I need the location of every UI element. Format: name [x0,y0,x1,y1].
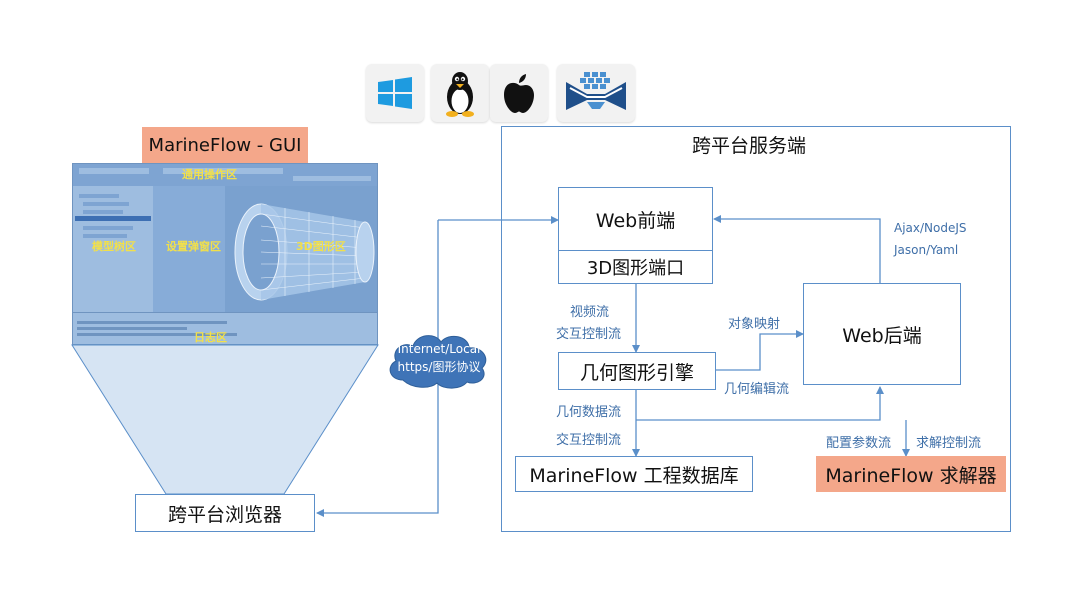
gui-3d-viewport [225,186,377,312]
browser-box: 跨平台浏览器 [135,494,315,532]
gui-title: MarineFlow - GUI [142,127,308,163]
edge-label-config-params-stream: 配置参数流 [826,436,892,451]
server-title: 跨平台服务端 [692,135,807,157]
server-frame [501,126,1011,532]
web-frontend-box: Web前端 [558,187,713,251]
gui-model-tree-panel [73,186,154,312]
gui-region-3d-label: 3D图形区 [296,240,346,253]
edge-label-interaction-control-1: 交互控制流 [556,327,622,342]
linux-icon-tile [431,64,489,122]
edge-object-mapping [709,330,804,374]
edge-label-json-yaml: Jason/Yaml [894,243,959,257]
edge-engine-to-backend [636,386,884,421]
linux-tux-icon [446,72,474,117]
network-label-line1: Internet/Local [397,342,481,356]
edge-label-ajax-nodejs: Ajax/NodeJS [894,221,967,235]
apple-icon [504,74,534,113]
gui-screenshot [72,163,378,345]
edge-label-video-stream: 视频流 [570,305,610,320]
edge-label-geometry-data-stream: 几何数据流 [556,405,622,420]
web-frontend-label: Web前端 [595,209,676,232]
edge-label-interaction-control-2: 交互控制流 [556,433,622,448]
windows-icon [378,77,412,109]
gui-region-toolbar-label: 通用操作区 [182,168,237,181]
solver-label: MarineFlow 求解器 [825,464,997,487]
geometry-engine-box: 几何图形引擎 [558,352,716,390]
gui-3d-tube-graphic [234,203,375,301]
gui-region-log-label: 日志区 [194,331,227,344]
edge-label-solve-control-stream: 求解控制流 [916,436,982,451]
marineflow-logo-icon [566,72,626,110]
edge-label-object-mapping: 对象映射 [728,317,781,332]
edge-label-geometry-edit-stream: 几何编辑流 [724,382,790,397]
database-label: MarineFlow 工程数据库 [529,464,739,487]
edge-frontend-to-browser [316,220,439,517]
web-backend-label: Web后端 [842,324,922,347]
web-backend-box: Web后端 [803,283,961,385]
edge-backend-to-frontend [713,215,881,283]
viewport-3d-label: 3D图形端口 [586,258,685,279]
network-label-line2: https/图形协议 [397,360,481,374]
database-box: MarineFlow 工程数据库 [515,456,753,492]
apple-icon-tile [490,64,548,122]
solver-box: MarineFlow 求解器 [816,456,1006,492]
gui-settings-panel [153,186,225,312]
viewport-3d-box: 3D图形端口 [558,250,713,284]
network-cloud-shape [389,335,487,389]
gui-region-settings-label: 设置弹窗区 [166,240,221,253]
windows-icon-tile [366,64,424,122]
geometry-engine-label: 几何图形引擎 [579,361,694,384]
gui-region-model-tree-label: 模型树区 [92,240,136,253]
browser-label: 跨平台浏览器 [167,503,282,526]
marineflow-logo-tile [557,64,635,122]
gui-log-area [73,312,377,344]
